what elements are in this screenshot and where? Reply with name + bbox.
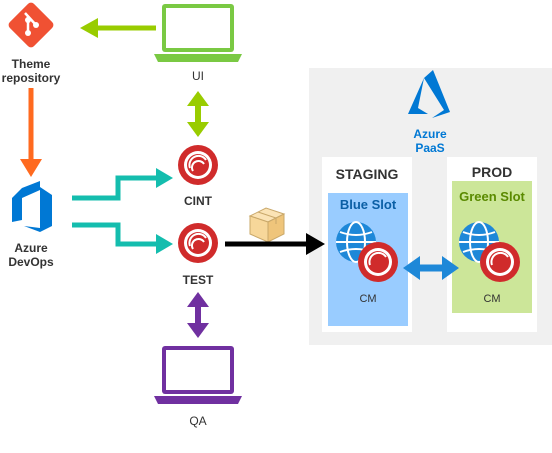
azure-devops-label-line2: DevOps — [8, 255, 54, 269]
ui-label: UI — [192, 69, 204, 83]
cint-label: CINT — [184, 194, 212, 208]
devops-to-cint-arrow — [72, 168, 173, 201]
azure-devops-icon — [12, 181, 52, 232]
azure-paas-label-line2: PaaS — [415, 141, 445, 155]
prod-sitecore-icon — [480, 242, 520, 282]
qa-laptop-icon — [154, 346, 242, 404]
azure-devops-label-line1: Azure — [14, 241, 48, 255]
azure-devops-label: Azure DevOps — [0, 241, 62, 269]
package-icon — [248, 207, 286, 243]
test-qa-double-arrow — [187, 292, 209, 338]
ui-to-repo-arrow — [80, 18, 156, 38]
blue-slot-label: Blue Slot — [339, 197, 397, 212]
prod-title: PROD — [471, 164, 513, 180]
ui-laptop-icon — [154, 4, 242, 62]
test-to-staging-arrow — [225, 233, 325, 255]
devops-to-test-arrow — [72, 222, 173, 254]
cint-sitecore-icon — [178, 145, 218, 185]
repo-to-devops-arrow — [20, 88, 42, 177]
azure-icon — [408, 70, 450, 118]
qa-label: QA — [189, 414, 207, 428]
theme-repo-label-line2: repository — [1, 71, 61, 85]
staging-cm-label: CM — [359, 293, 377, 305]
prod-cm-label: CM — [483, 293, 501, 305]
theme-repo-label-line1: Theme — [11, 57, 51, 71]
test-sitecore-icon — [178, 223, 218, 263]
staging-title: STAGING — [335, 166, 399, 182]
git-icon — [8, 2, 54, 48]
azure-paas-label: Azure PaaS — [405, 127, 455, 155]
theme-repo-label: Theme repository — [0, 57, 62, 85]
staging-sitecore-icon — [358, 242, 398, 282]
slot-swap-double-arrow — [403, 256, 459, 280]
test-label: TEST — [182, 273, 214, 287]
ui-cint-double-arrow — [187, 91, 209, 137]
green-slot-label: Green Slot — [459, 189, 525, 204]
azure-paas-label-line1: Azure — [413, 127, 447, 141]
